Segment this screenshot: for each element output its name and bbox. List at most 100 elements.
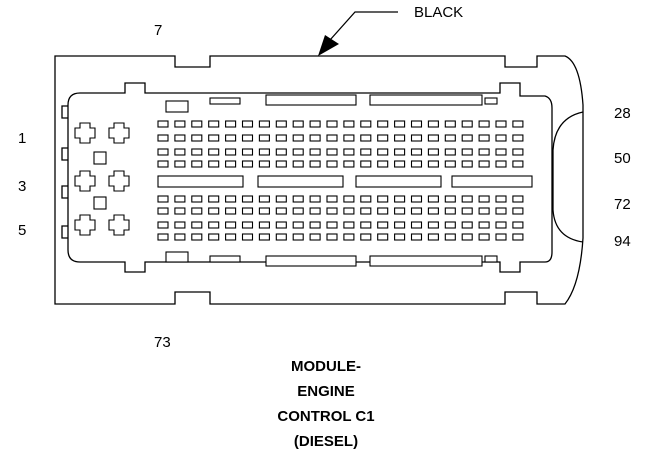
signal-cavity xyxy=(461,148,473,156)
signal-cavity xyxy=(157,160,169,168)
center-slot xyxy=(355,175,442,188)
signal-cavity xyxy=(444,207,456,215)
signal-cavity xyxy=(292,134,304,142)
title-line-4: (DIESEL) xyxy=(293,433,359,450)
signal-cavity xyxy=(157,148,169,156)
signal-cavity xyxy=(225,134,237,142)
signal-cavity xyxy=(478,221,490,229)
signal-cavity xyxy=(394,195,406,203)
signal-cavity xyxy=(292,207,304,215)
signal-cavity xyxy=(461,195,473,203)
signal-cavity xyxy=(444,120,456,128)
signal-cavity xyxy=(225,148,237,156)
center-slot xyxy=(257,175,344,188)
signal-cavity xyxy=(309,221,321,229)
connector-housing-inner xyxy=(67,82,553,273)
signal-cavity xyxy=(478,120,490,128)
pin-label-73: 73 xyxy=(154,334,171,351)
signal-cavity xyxy=(326,221,338,229)
bottom-rib xyxy=(209,255,241,263)
pin-label-3: 3 xyxy=(18,178,27,195)
signal-cavity xyxy=(343,134,355,142)
signal-cavity xyxy=(478,207,490,215)
signal-cavity xyxy=(444,148,456,156)
bottom-rib xyxy=(484,255,498,263)
signal-cavity xyxy=(225,221,237,229)
signal-cavity xyxy=(512,120,524,128)
signal-cavity xyxy=(377,221,389,229)
signal-cavity xyxy=(258,207,270,215)
signal-cavity xyxy=(275,233,287,241)
signal-cavity xyxy=(191,160,203,168)
signal-cavity xyxy=(309,207,321,215)
signal-cavity xyxy=(343,233,355,241)
signal-cavity xyxy=(394,148,406,156)
top-rib xyxy=(265,94,357,106)
signal-cavity xyxy=(241,233,254,241)
signal-cavity xyxy=(360,160,372,168)
signal-cavity xyxy=(495,148,507,156)
signal-cavity xyxy=(461,221,473,229)
signal-cavity xyxy=(410,195,423,203)
signal-cavity xyxy=(208,160,220,168)
signal-cavity xyxy=(377,148,389,156)
signal-cavity xyxy=(427,160,439,168)
power-terminal xyxy=(74,122,96,144)
signal-cavity xyxy=(461,233,473,241)
connector-title: MODULE- ENGINE CONTROL C1 (DIESEL) xyxy=(226,354,426,454)
signal-cavity xyxy=(377,195,389,203)
signal-cavity xyxy=(326,134,338,142)
signal-cavity xyxy=(326,207,338,215)
signal-cavity xyxy=(410,148,423,156)
signal-cavity xyxy=(326,160,338,168)
center-slot xyxy=(451,175,533,188)
signal-cavity xyxy=(377,207,389,215)
signal-cavity xyxy=(191,148,203,156)
signal-cavity xyxy=(360,134,372,142)
signal-cavity xyxy=(444,233,456,241)
signal-cavity xyxy=(410,221,423,229)
color-leader-line xyxy=(329,11,398,41)
signal-cavity xyxy=(241,160,254,168)
signal-cavity xyxy=(495,233,507,241)
signal-cavity xyxy=(478,160,490,168)
signal-cavity xyxy=(174,233,186,241)
signal-cavity xyxy=(174,148,186,156)
signal-cavity xyxy=(495,120,507,128)
signal-cavity xyxy=(360,195,372,203)
signal-cavity xyxy=(444,134,456,142)
top-rib xyxy=(484,97,498,105)
power-terminal xyxy=(108,170,130,192)
signal-cavity xyxy=(191,207,203,215)
signal-cavity xyxy=(427,233,439,241)
signal-cavity xyxy=(410,134,423,142)
signal-cavity xyxy=(241,148,254,156)
top-lock-tab xyxy=(165,100,189,113)
signal-cavity xyxy=(326,195,338,203)
signal-cavity xyxy=(495,221,507,229)
signal-cavity xyxy=(157,120,169,128)
signal-cavity xyxy=(292,233,304,241)
pin-label-7: 7 xyxy=(154,22,163,39)
signal-cavity xyxy=(309,134,321,142)
signal-cavity xyxy=(292,195,304,203)
signal-cavity xyxy=(427,221,439,229)
signal-cavity xyxy=(191,221,203,229)
signal-cavity xyxy=(461,160,473,168)
top-rib xyxy=(369,94,483,106)
signal-cavity xyxy=(208,120,220,128)
signal-cavity xyxy=(258,148,270,156)
signal-cavity xyxy=(512,148,524,156)
small-terminal xyxy=(93,196,107,210)
signal-cavity xyxy=(343,195,355,203)
signal-cavity xyxy=(512,233,524,241)
title-line-2: ENGINE xyxy=(297,383,355,400)
signal-cavity xyxy=(377,233,389,241)
signal-cavity xyxy=(208,134,220,142)
signal-cavity xyxy=(326,233,338,241)
signal-cavity xyxy=(241,134,254,142)
signal-cavity xyxy=(208,221,220,229)
signal-cavity xyxy=(225,195,237,203)
signal-cavity xyxy=(157,195,169,203)
signal-cavity xyxy=(157,207,169,215)
